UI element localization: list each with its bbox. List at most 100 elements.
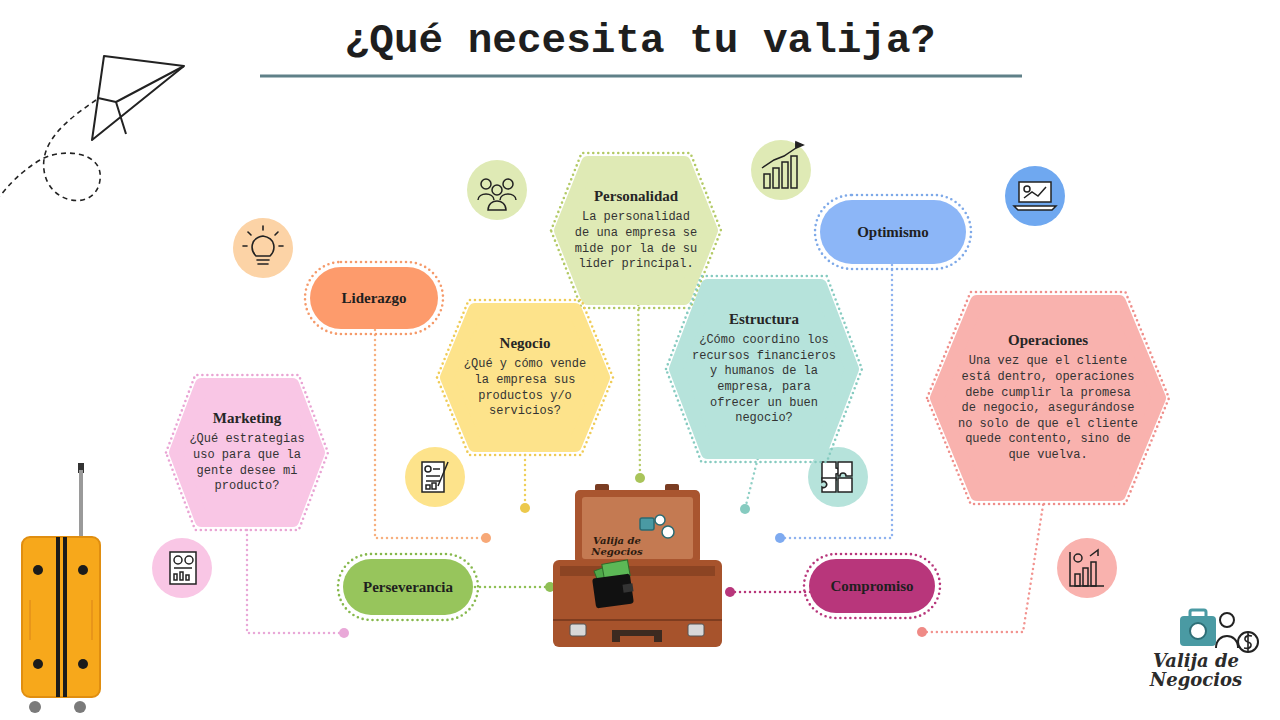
report-icon-part-part xyxy=(180,572,183,580)
yellow-luggage-part xyxy=(78,565,88,575)
bar-chart-icon-part-part xyxy=(1083,568,1088,586)
people-icon-part-part xyxy=(492,185,502,195)
briefcase-logo-text: Valija de Negocios xyxy=(586,536,648,557)
form-icon-part-part xyxy=(425,466,431,472)
bulb-icon-part-part xyxy=(243,245,247,247)
node-heading: Optimismo xyxy=(857,224,929,241)
people-icon-part xyxy=(467,160,527,220)
people-icon-part xyxy=(478,179,516,210)
briefcase-part xyxy=(612,630,662,642)
yellow-luggage-part xyxy=(78,659,88,669)
report-icon-part-part xyxy=(174,574,177,580)
puzzle-icon-part-part xyxy=(838,462,852,476)
node-body: Una vez que el cliente está dentro, oper… xyxy=(955,354,1141,463)
growth-chart-icon-part-part xyxy=(796,142,803,148)
dotted-outline xyxy=(551,153,721,308)
puzzle-icon-part-part xyxy=(822,478,836,492)
people-icon-part-part xyxy=(478,194,494,200)
growth-chart-icon-part-part xyxy=(764,174,770,188)
logo-icon-part xyxy=(1190,623,1206,639)
bulb-icon-part-part xyxy=(279,245,283,247)
leader-dots-part xyxy=(339,628,349,638)
leader-dots-part xyxy=(740,504,750,514)
node-content: Compromiso xyxy=(830,578,913,595)
yellow-luggage-part xyxy=(33,565,43,575)
bar-chart-icon-part-part xyxy=(1090,550,1098,556)
leader-lines-part xyxy=(730,591,820,594)
people-icon-part-part xyxy=(500,194,516,200)
leader-dots-part xyxy=(775,533,785,543)
growth-chart-icon-part xyxy=(762,142,803,188)
yellow-luggage-part xyxy=(29,600,31,640)
dotted-outline xyxy=(338,554,478,620)
briefcase-part xyxy=(622,583,633,592)
hexagon-node: Estructura ¿Cómo coordino los recursos fi… xyxy=(669,279,859,459)
briefcase-part xyxy=(688,624,704,636)
yellow-luggage-part xyxy=(79,470,83,540)
node-body: ¿Cómo coordino los recursos financieros … xyxy=(689,333,839,427)
logo-icon-part xyxy=(1180,616,1216,646)
report-icon-part-part xyxy=(174,556,182,564)
bulb-icon xyxy=(233,218,293,278)
node-fill xyxy=(310,267,438,329)
bar-chart-icon-part-part xyxy=(1075,574,1080,586)
node-fill xyxy=(676,286,852,452)
yellow-luggage-part xyxy=(29,701,41,713)
node-heading: Personalidad xyxy=(574,188,698,205)
form-icon-part-part xyxy=(432,483,436,489)
leader-dots-part xyxy=(917,627,927,637)
dotted-outline xyxy=(927,292,1169,504)
laptop-icon-part-part xyxy=(1024,186,1030,192)
people-icon xyxy=(467,160,527,220)
node-heading: Estructura xyxy=(689,311,839,328)
briefcase-part-part xyxy=(655,515,665,525)
paper-plane xyxy=(0,56,184,201)
yellow-luggage-part xyxy=(63,537,67,697)
node-fill xyxy=(809,559,935,613)
node-fill xyxy=(447,310,603,445)
form-icon-part-part xyxy=(433,468,440,470)
bulb-icon-part xyxy=(243,226,283,264)
logo-icon-part xyxy=(1244,633,1252,651)
briefcase-part xyxy=(640,515,674,538)
node-heading: Negocio xyxy=(460,335,590,352)
people-icon-part-part xyxy=(488,201,506,210)
node-fill xyxy=(176,385,318,520)
yellow-luggage-part xyxy=(74,701,86,713)
laptop-icon-part-part xyxy=(1014,206,1056,210)
form-icon-part xyxy=(405,447,465,507)
node-heading: Perseverancia xyxy=(363,579,453,596)
report-icon xyxy=(152,538,212,598)
bulb-icon-part xyxy=(233,218,293,278)
logo-icon xyxy=(1180,610,1258,652)
growth-chart-icon-part xyxy=(751,140,811,200)
node-fill xyxy=(820,200,966,264)
form-icon-part-part xyxy=(422,462,444,492)
dotted-outline xyxy=(305,262,443,334)
dotted-outline xyxy=(166,375,328,530)
bar-chart-icon-part-part xyxy=(1074,554,1082,562)
form-icon xyxy=(405,447,465,507)
dotted-outline xyxy=(815,195,971,269)
report-icon-part-part xyxy=(185,556,193,564)
report-icon-part-part xyxy=(170,552,196,584)
leader-dots-part xyxy=(635,473,645,483)
form-icon-part-part xyxy=(426,475,440,477)
puzzle-icon-part-part xyxy=(838,478,852,492)
bulb-icon-part-part xyxy=(248,232,251,235)
form-icon-part xyxy=(422,462,448,492)
laptop-icon-part-part xyxy=(1024,187,1046,198)
leader-dots-part xyxy=(481,533,491,543)
growth-chart-icon-part-part xyxy=(782,162,788,188)
growth-chart-icon-part-part xyxy=(762,148,796,168)
report-icon-part-part xyxy=(186,575,189,580)
bar-chart-icon-part-part xyxy=(1091,562,1096,586)
report-icon-part xyxy=(170,552,196,584)
yellow-luggage-part xyxy=(22,537,100,697)
dotted-outline xyxy=(437,300,613,455)
form-icon-part-part xyxy=(438,462,448,486)
hexagon-node: PersonalidadLa personalidad de una empre… xyxy=(554,156,718,305)
node-heading: Operaciones xyxy=(955,332,1141,349)
yellow-luggage xyxy=(22,463,100,713)
leader-lines-part xyxy=(638,280,640,478)
